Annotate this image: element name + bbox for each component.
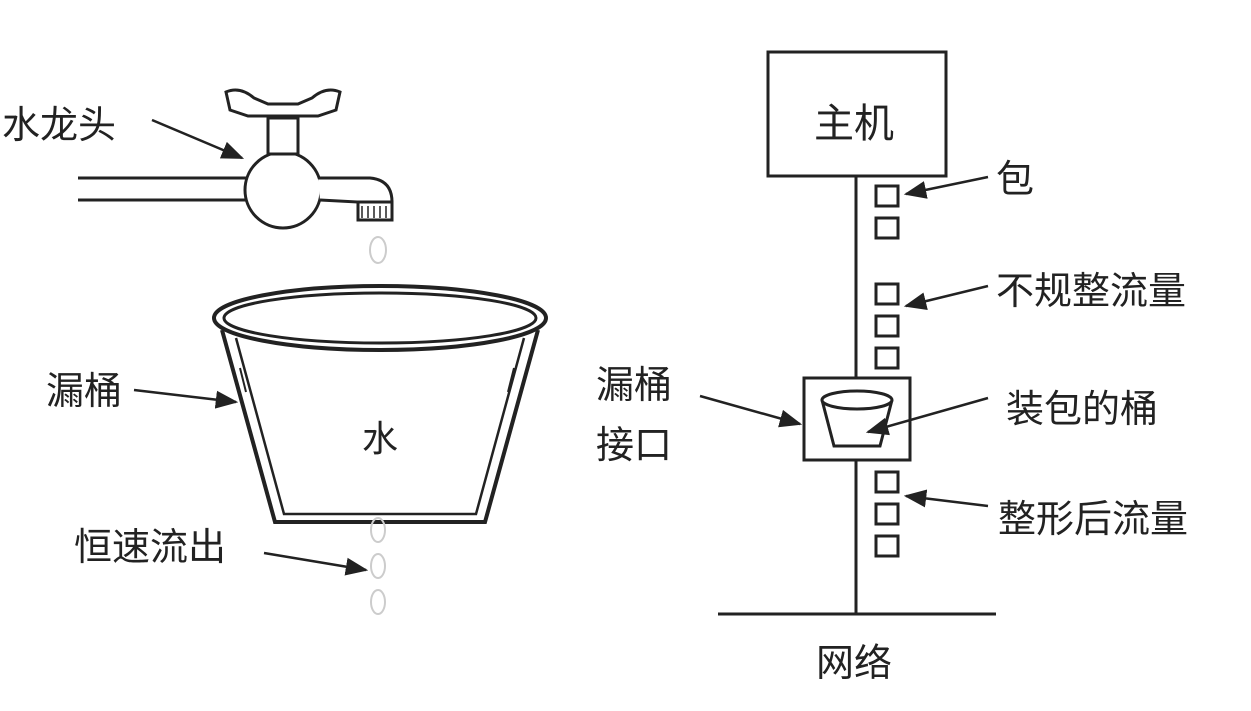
packet-label: 包	[990, 156, 1041, 202]
bucket-label: 漏桶	[40, 368, 129, 414]
irregular-flow-arrow	[903, 284, 989, 310]
faucet-icon	[78, 88, 394, 230]
outflow-arrow	[263, 551, 369, 576]
outflow-drops-icon	[370, 517, 386, 615]
water-label: 水	[362, 419, 399, 460]
bucket-arrow	[133, 388, 239, 409]
water-drop-icon	[369, 236, 387, 264]
bucket-icon	[212, 284, 548, 524]
packet-arrow	[903, 175, 989, 199]
outflow-label: 恒速流出	[68, 524, 233, 570]
interface-label-line1: 漏桶	[590, 362, 679, 408]
network-label: 网络	[816, 641, 893, 685]
small-bucket-icon	[820, 389, 894, 448]
faucet-arrow	[151, 118, 245, 160]
shaped-flow-arrow	[903, 489, 989, 508]
interface-label-line2: 接口	[590, 422, 679, 468]
packet-icons-shaped	[874, 470, 900, 558]
faucet-label: 水龙头	[0, 102, 123, 148]
irregular-flow-label: 不规整流量	[990, 268, 1193, 314]
interface-arrow	[699, 394, 803, 428]
host-label: 主机	[814, 101, 894, 147]
packet-icons-irregular	[874, 282, 900, 370]
packet-icons-top	[874, 184, 900, 240]
bucket-packets-arrow	[865, 396, 989, 436]
host-box	[766, 50, 948, 178]
bucket-with-packets-label: 装包的桶	[1000, 386, 1165, 432]
shaped-flow-label: 整形后流量	[992, 496, 1195, 542]
